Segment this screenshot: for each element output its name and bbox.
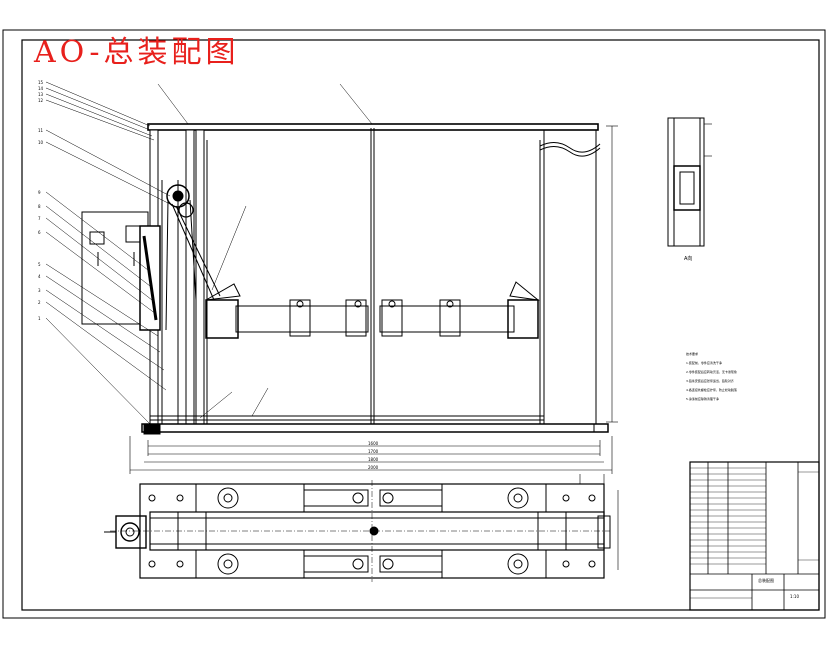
part-leaders (45, 81, 373, 425)
part-number-labels: 15 14 13 12 11 10 9 8 7 6 5 4 3 2 1 (38, 80, 44, 321)
part-number-label: 8 (38, 204, 41, 209)
part-number-label: 12 (38, 98, 44, 103)
drawing-title-stamp: AO-总装配图 (34, 35, 240, 70)
part-number-label: 5 (38, 262, 41, 267)
technical-note-line: 2.零件装配后应转动灵活，无卡滞现象 (686, 370, 737, 374)
technical-notes: 技术要求 1.装配前，零件应清洗干净 2.零件装配后应转动灵活，无卡滞现象 3.… (686, 350, 796, 404)
dimension-label: 1800 (368, 457, 379, 462)
technical-note-line: 3.链条安装后应张紧适当，链轮对齐 (686, 379, 734, 383)
detail-view-a (667, 117, 712, 247)
part-number-label: 3 (38, 288, 41, 293)
front-view (81, 123, 618, 435)
technical-note-line: 1.装配前，零件应清洗干净 (686, 361, 722, 365)
front-view-dimensions (129, 436, 613, 474)
sheet-outer-border (2, 29, 826, 619)
part-number-label: 11 (38, 128, 44, 133)
dimension-label: 1700 (368, 449, 379, 454)
title-block (689, 461, 820, 611)
part-number-label: 13 (38, 92, 44, 97)
part-number-label: 14 (38, 86, 44, 91)
top-view (104, 474, 619, 582)
title-block-drawing-name: 总装配图 (758, 578, 774, 583)
title-block-scale: 1:10 (790, 594, 799, 599)
technical-note-line: 4.各连接处螺栓应拧紧，防止松动脱落 (686, 388, 737, 392)
part-number-label: 9 (38, 190, 41, 195)
technical-note-line: 5.涂漆前应除锈清理干净 (686, 397, 719, 401)
technical-notes-heading: 技术要求 (686, 352, 699, 356)
part-number-label: 2 (38, 300, 41, 305)
title-block-rows (690, 467, 819, 599)
sheet-inner-border (21, 39, 820, 611)
part-number-label: 1 (38, 316, 41, 321)
part-number-label: 10 (38, 140, 44, 145)
dimension-label: 1600 (368, 441, 379, 446)
part-number-label: 15 (38, 80, 44, 85)
part-number-label: 7 (38, 216, 41, 221)
part-number-label: 6 (38, 230, 41, 235)
detail-view-label: A向 (684, 255, 692, 262)
dimension-text-group: 1600 1700 1800 2000 (368, 441, 379, 470)
dimension-label: 2000 (368, 465, 379, 470)
part-number-label: 4 (38, 274, 41, 279)
